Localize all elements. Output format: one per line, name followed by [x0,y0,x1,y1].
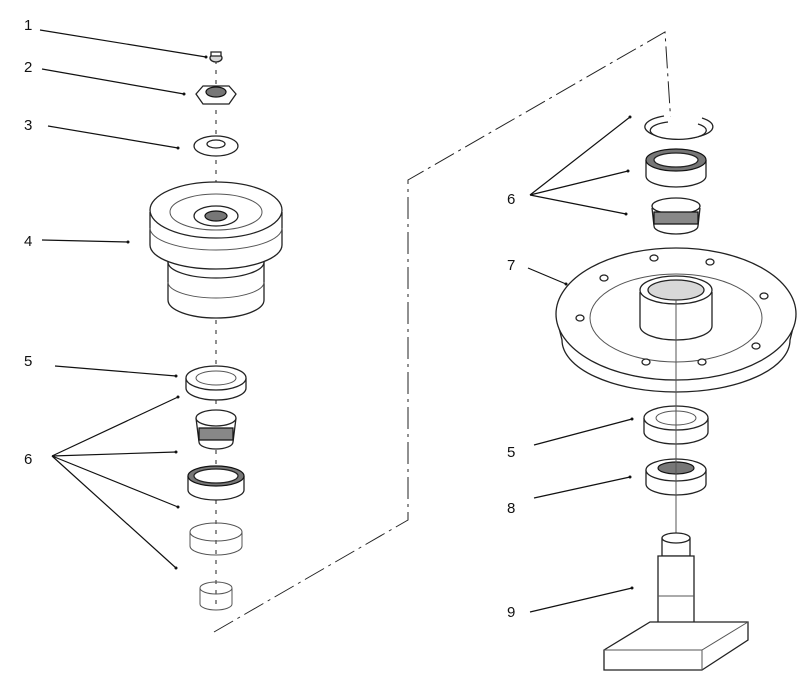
callout-label-6-right: 6 [507,191,515,208]
leader-end-dot [624,212,628,216]
leader-line-2 [41,68,185,95]
washer-part [193,135,239,157]
callout-label-9: 9 [507,604,515,621]
callout-label-8: 8 [507,500,515,517]
bearing-cup-ghost-part-left [189,522,243,556]
leader-line-4 [41,239,129,243]
leader-end-dot [176,146,180,150]
callout-label-5-left: 5 [24,353,32,370]
leader-end-dot [564,282,568,286]
leader-end-dot [630,417,634,421]
snap-ring-part [644,115,714,141]
spindle-shaft-part [603,300,749,671]
callout-label-1: 1 [24,17,32,34]
leader-end-dot [630,586,634,590]
leader-line-6c-left [51,455,179,508]
leader-line-6c-right [529,194,627,215]
callout-label-3: 3 [24,117,32,134]
leader-line-9 [529,587,633,613]
callout-label-6-left: 6 [24,451,32,468]
leader-line-5-left [54,365,177,377]
leader-line-6b-left [51,451,177,457]
leader-end-dot [628,475,632,479]
leader-end-dot [628,115,632,119]
leader-end-dot [174,450,178,454]
leader-line-7 [527,267,567,285]
leader-line-6a-left [51,396,179,457]
callout-label-5-right: 5 [507,444,515,461]
bearing-cone-part-right [651,197,701,235]
callout-label-4: 4 [24,233,32,250]
bearing-cup-part-left [187,465,245,501]
leader-line-3 [47,125,179,149]
bearing-cone-part-left [195,409,237,450]
leader-line-1 [39,29,207,58]
callout-label-2: 2 [24,59,32,76]
leader-end-dot [176,395,180,399]
leader-line-6a-right [529,116,631,196]
callout-label-7: 7 [507,257,515,274]
phantom-connector-line [213,31,673,633]
leader-end-dot [126,240,130,244]
leader-line-6d-left [51,455,177,569]
bearing-cup-part-right [645,148,707,188]
leader-line-8 [533,476,631,499]
leader-end-dot [204,55,208,59]
leader-line-5-right [533,418,633,446]
leader-line-6b-right [529,170,629,196]
bearing-ghost-part-left [199,581,233,611]
hex-nut-part [195,85,237,105]
leader-end-dot [626,169,630,173]
leader-end-dot [182,92,186,96]
leader-end-dot [174,566,178,570]
leader-end-dot [174,374,178,378]
seal-part-left [185,365,247,401]
leader-end-dot [176,505,180,509]
pulley-part [149,181,283,319]
grease-fitting-part [209,51,223,63]
